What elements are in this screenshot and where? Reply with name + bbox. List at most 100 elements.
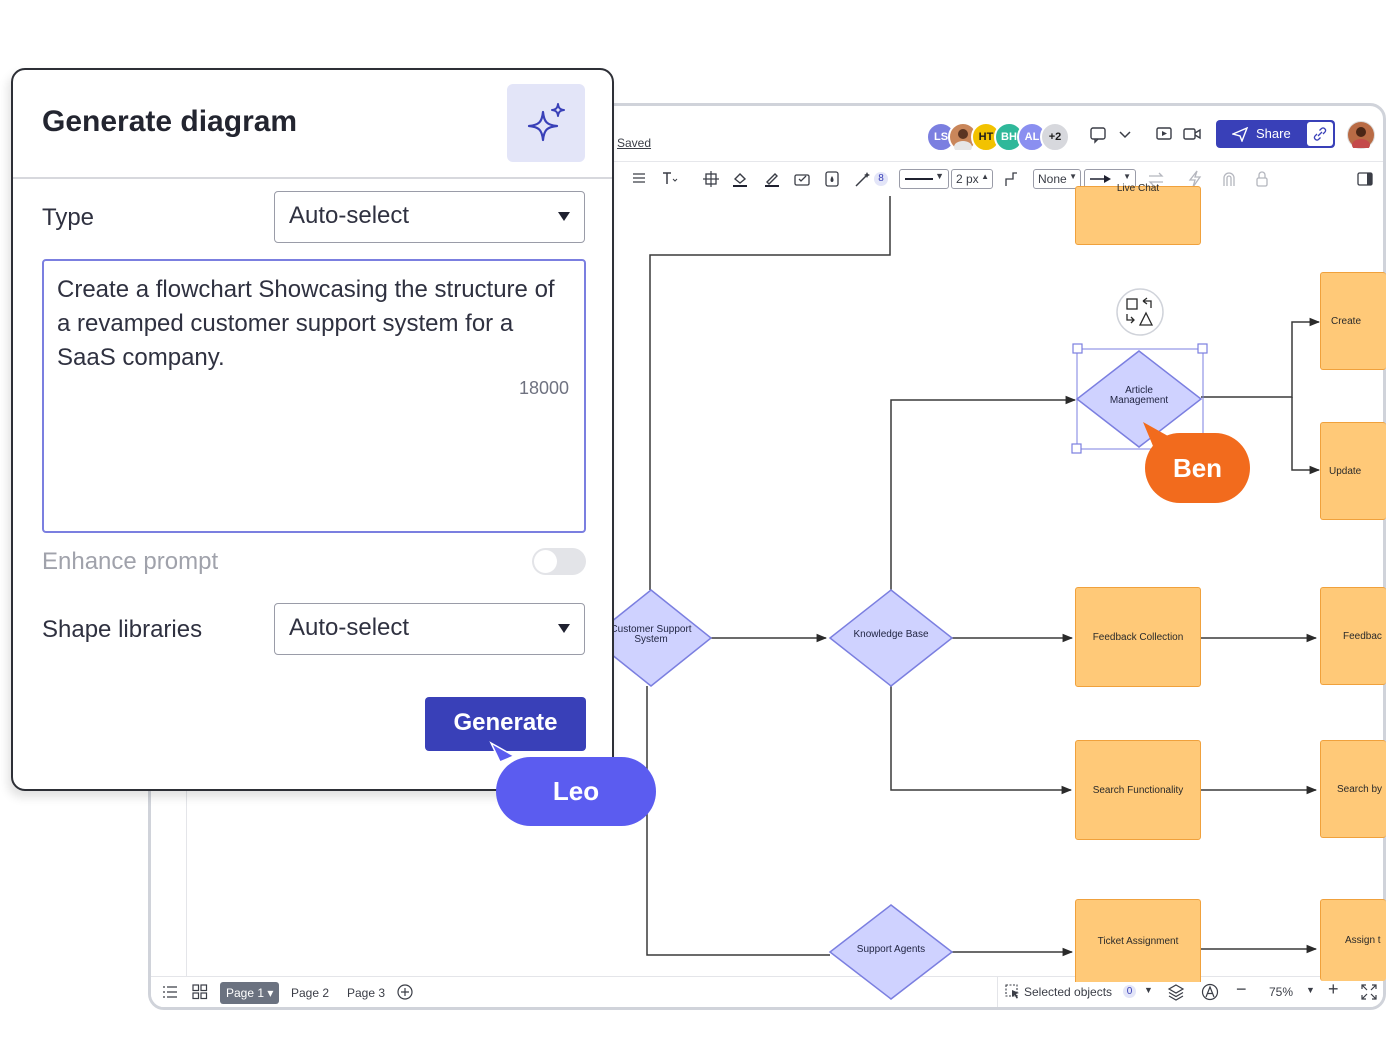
leo-cursor-label: Leo	[496, 757, 656, 826]
swap-icon[interactable]	[1147, 171, 1165, 190]
feedback-box[interactable]: Feedbac	[1320, 587, 1386, 685]
prompt-textarea[interactable]: Create a flowchart Showcasing the struct…	[42, 259, 586, 533]
enhance-prompt-toggle[interactable]	[532, 548, 586, 575]
avatar-photo[interactable]	[948, 122, 978, 153]
support-agents-label: Support Agents	[856, 944, 926, 955]
zoom-out-button[interactable]: −	[1236, 979, 1247, 999]
selected-count-badge: 0	[1123, 985, 1136, 998]
ben-cursor-label: Ben	[1145, 433, 1250, 503]
panel-toggle-icon[interactable]	[1356, 170, 1374, 191]
share-label: Share	[1256, 126, 1291, 141]
create-box[interactable]: Create	[1320, 272, 1386, 370]
add-page-icon[interactable]	[397, 984, 413, 1005]
magic-wand-icon[interactable]	[853, 170, 873, 191]
editor-topbar: Saved LS HT BH AL +2 Share	[151, 106, 1383, 161]
toggle-knob	[534, 550, 557, 573]
panel-divider	[13, 177, 612, 179]
feedback-label: Feedbac	[1343, 630, 1382, 642]
chevron-down-icon	[558, 624, 570, 633]
style-icon[interactable]	[793, 170, 811, 191]
type-select-value: Auto-select	[289, 202, 410, 229]
present-icon[interactable]	[1155, 125, 1173, 148]
zoom-level[interactable]: 75%	[1269, 985, 1294, 999]
text-format-icon[interactable]	[661, 170, 679, 189]
zoom-in-button[interactable]: +	[1328, 979, 1339, 999]
select-cursor-icon[interactable]	[1005, 984, 1021, 1005]
update-label: Update	[1329, 465, 1362, 477]
arrange-icon[interactable]	[703, 171, 719, 190]
resize-handle	[1071, 443, 1082, 454]
feedback-collection-box[interactable]: Feedback Collection	[1075, 587, 1201, 687]
shape-libraries-label: Shape libraries	[42, 616, 203, 643]
update-box[interactable]: Update	[1320, 422, 1386, 520]
connector-style-icon[interactable]	[1003, 170, 1021, 191]
line-style-select[interactable]: ▼	[899, 169, 949, 189]
line-color-icon[interactable]	[763, 170, 781, 191]
ticket-assignment-label: Ticket Assignment	[1097, 935, 1179, 947]
zoom-chevron-icon[interactable]: ▼	[1306, 985, 1315, 995]
resize-handle	[1197, 343, 1208, 354]
support-agents-shape	[828, 904, 954, 1000]
assign-box[interactable]: Assign t	[1320, 899, 1386, 981]
panel-title: Generate diagram	[42, 105, 298, 138]
knowledge-base-shape	[828, 589, 954, 687]
shape-libraries-select[interactable]: Auto-select	[274, 603, 585, 655]
ticket-assignment-box[interactable]: Ticket Assignment	[1075, 899, 1201, 982]
leo-cursor-icon	[489, 741, 516, 763]
accessibility-icon[interactable]	[1201, 983, 1219, 1006]
knowledge-base-label: Knowledge Base	[853, 629, 929, 640]
line-width-select[interactable]: 2 px ▲	[951, 169, 993, 189]
page-tab-2[interactable]: Page 2	[291, 986, 330, 1000]
selection-box	[1076, 348, 1204, 450]
type-label: Type	[42, 204, 95, 231]
search-by-box[interactable]: Search by	[1320, 740, 1386, 838]
copy-link-button[interactable]	[1307, 122, 1333, 146]
chevron-down-icon[interactable]	[1117, 126, 1133, 147]
more-collaborators[interactable]: +2	[1040, 122, 1070, 152]
feedback-collection-label: Feedback Collection	[1092, 631, 1184, 643]
comment-icon[interactable]	[1089, 126, 1107, 149]
shape-swap-icon	[1126, 297, 1154, 326]
type-select[interactable]: Auto-select	[274, 191, 585, 243]
magnet-icon[interactable]	[1221, 170, 1237, 191]
layers-icon[interactable]	[1167, 983, 1185, 1006]
user-avatar[interactable]	[1347, 121, 1375, 151]
line-start-value: None	[1038, 172, 1067, 186]
chevron-down-icon[interactable]: ▼	[1144, 985, 1153, 995]
assign-label: Assign t	[1345, 935, 1381, 946]
chevron-down-icon	[558, 212, 570, 221]
align-icon[interactable]	[632, 171, 646, 188]
article-management-shape	[1075, 350, 1203, 448]
grid-view-icon[interactable]	[192, 984, 208, 1005]
video-icon[interactable]	[1182, 125, 1202, 148]
selected-objects-label: Selected objects	[1024, 985, 1113, 999]
ai-sparkle-button[interactable]	[507, 84, 585, 162]
shape-swap-button	[1116, 288, 1164, 336]
create-label: Create	[1331, 315, 1362, 327]
customer-support-system-label: Customer Support System	[610, 624, 692, 645]
shape-libraries-value: Auto-select	[289, 614, 410, 641]
link-icon	[1313, 127, 1327, 141]
avatar[interactable]: BH	[994, 122, 1024, 152]
share-button[interactable]: Share	[1216, 120, 1335, 148]
page-tab-1[interactable]: Page 1 ▾	[220, 982, 280, 1004]
save-status[interactable]: Saved	[617, 136, 652, 150]
search-functionality-label: Search Functionality	[1092, 784, 1184, 796]
live-chat-box[interactable]: Live Chat	[1075, 183, 1201, 245]
line-start-select[interactable]: None ▼	[1033, 169, 1081, 189]
search-functionality-box[interactable]: Search Functionality	[1075, 740, 1201, 840]
generate-diagram-panel: Generate diagram Type Auto-select Create…	[11, 68, 614, 791]
page-tab-3[interactable]: Page 3	[347, 986, 386, 1000]
prompt-text: Create a flowchart Showcasing the struct…	[57, 276, 555, 371]
line-width-value: 2 px	[956, 172, 979, 186]
lock-icon[interactable]	[1254, 170, 1270, 191]
live-chat-label: Live Chat	[1116, 183, 1160, 194]
fill-color-icon[interactable]	[731, 170, 749, 191]
fullscreen-icon[interactable]	[1360, 983, 1378, 1006]
opacity-icon[interactable]	[824, 170, 840, 191]
article-management-label: Article Management	[1109, 385, 1169, 406]
arrow-end-icon	[1090, 175, 1111, 183]
sparkle-icon	[527, 103, 565, 142]
generate-button[interactable]: Generate	[425, 697, 586, 751]
list-icon[interactable]	[162, 984, 178, 1005]
